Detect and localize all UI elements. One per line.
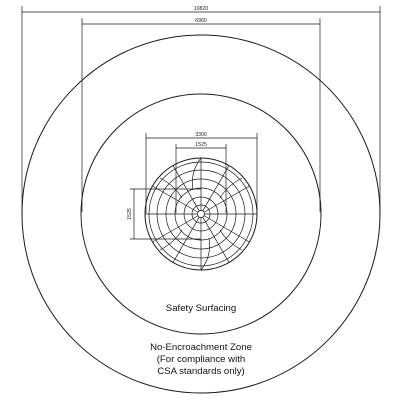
equipment-spokes — [145, 158, 257, 270]
equipment-leg-6 — [200, 237, 210, 271]
equipment-hub — [197, 210, 205, 218]
no-encroachment-label-line3: CSA standards only) — [157, 366, 244, 377]
equipment-spoke — [202, 216, 230, 263]
no-encroachment-label-line2: (For compliance with — [157, 354, 246, 365]
outer-dim-label: 10820 — [194, 6, 209, 12]
equipment-spoke — [152, 215, 199, 243]
middle-dimension: 6960 — [81, 18, 321, 212]
middle-dim-label: 6960 — [195, 18, 207, 24]
equipment-leg-5 — [192, 157, 202, 191]
safety-surfacing-circle — [80, 93, 322, 335]
no-encroachment-circle — [21, 34, 381, 394]
equipment-spoke — [152, 185, 199, 213]
side-dimension: 1525 — [127, 188, 201, 240]
equipment-spoke — [172, 216, 200, 263]
equipment-leg-3 — [159, 229, 183, 251]
inner-dim-label: 3300 — [195, 132, 207, 138]
equipment-spoke — [172, 165, 200, 212]
equipment-leg-4 — [219, 229, 243, 251]
side-dim-label: 1525 — [127, 208, 133, 220]
equipment-leg-2 — [219, 177, 243, 199]
core-dim-label: 1525 — [195, 142, 207, 148]
no-encroachment-label-line1: No-Encroachment Zone — [150, 342, 252, 353]
outer-dimension: 10820 — [21, 6, 381, 212]
core-dimension: 1525 — [175, 142, 227, 213]
equipment-spoke — [203, 215, 250, 243]
inner-dimension: 3300 — [145, 132, 258, 213]
safety-surfacing-label: Safety Surfacing — [166, 303, 236, 314]
equipment-spoke — [203, 185, 250, 213]
equipment-spoke — [202, 165, 230, 212]
equipment-web — [144, 157, 258, 271]
equipment-leg-1 — [159, 177, 183, 199]
